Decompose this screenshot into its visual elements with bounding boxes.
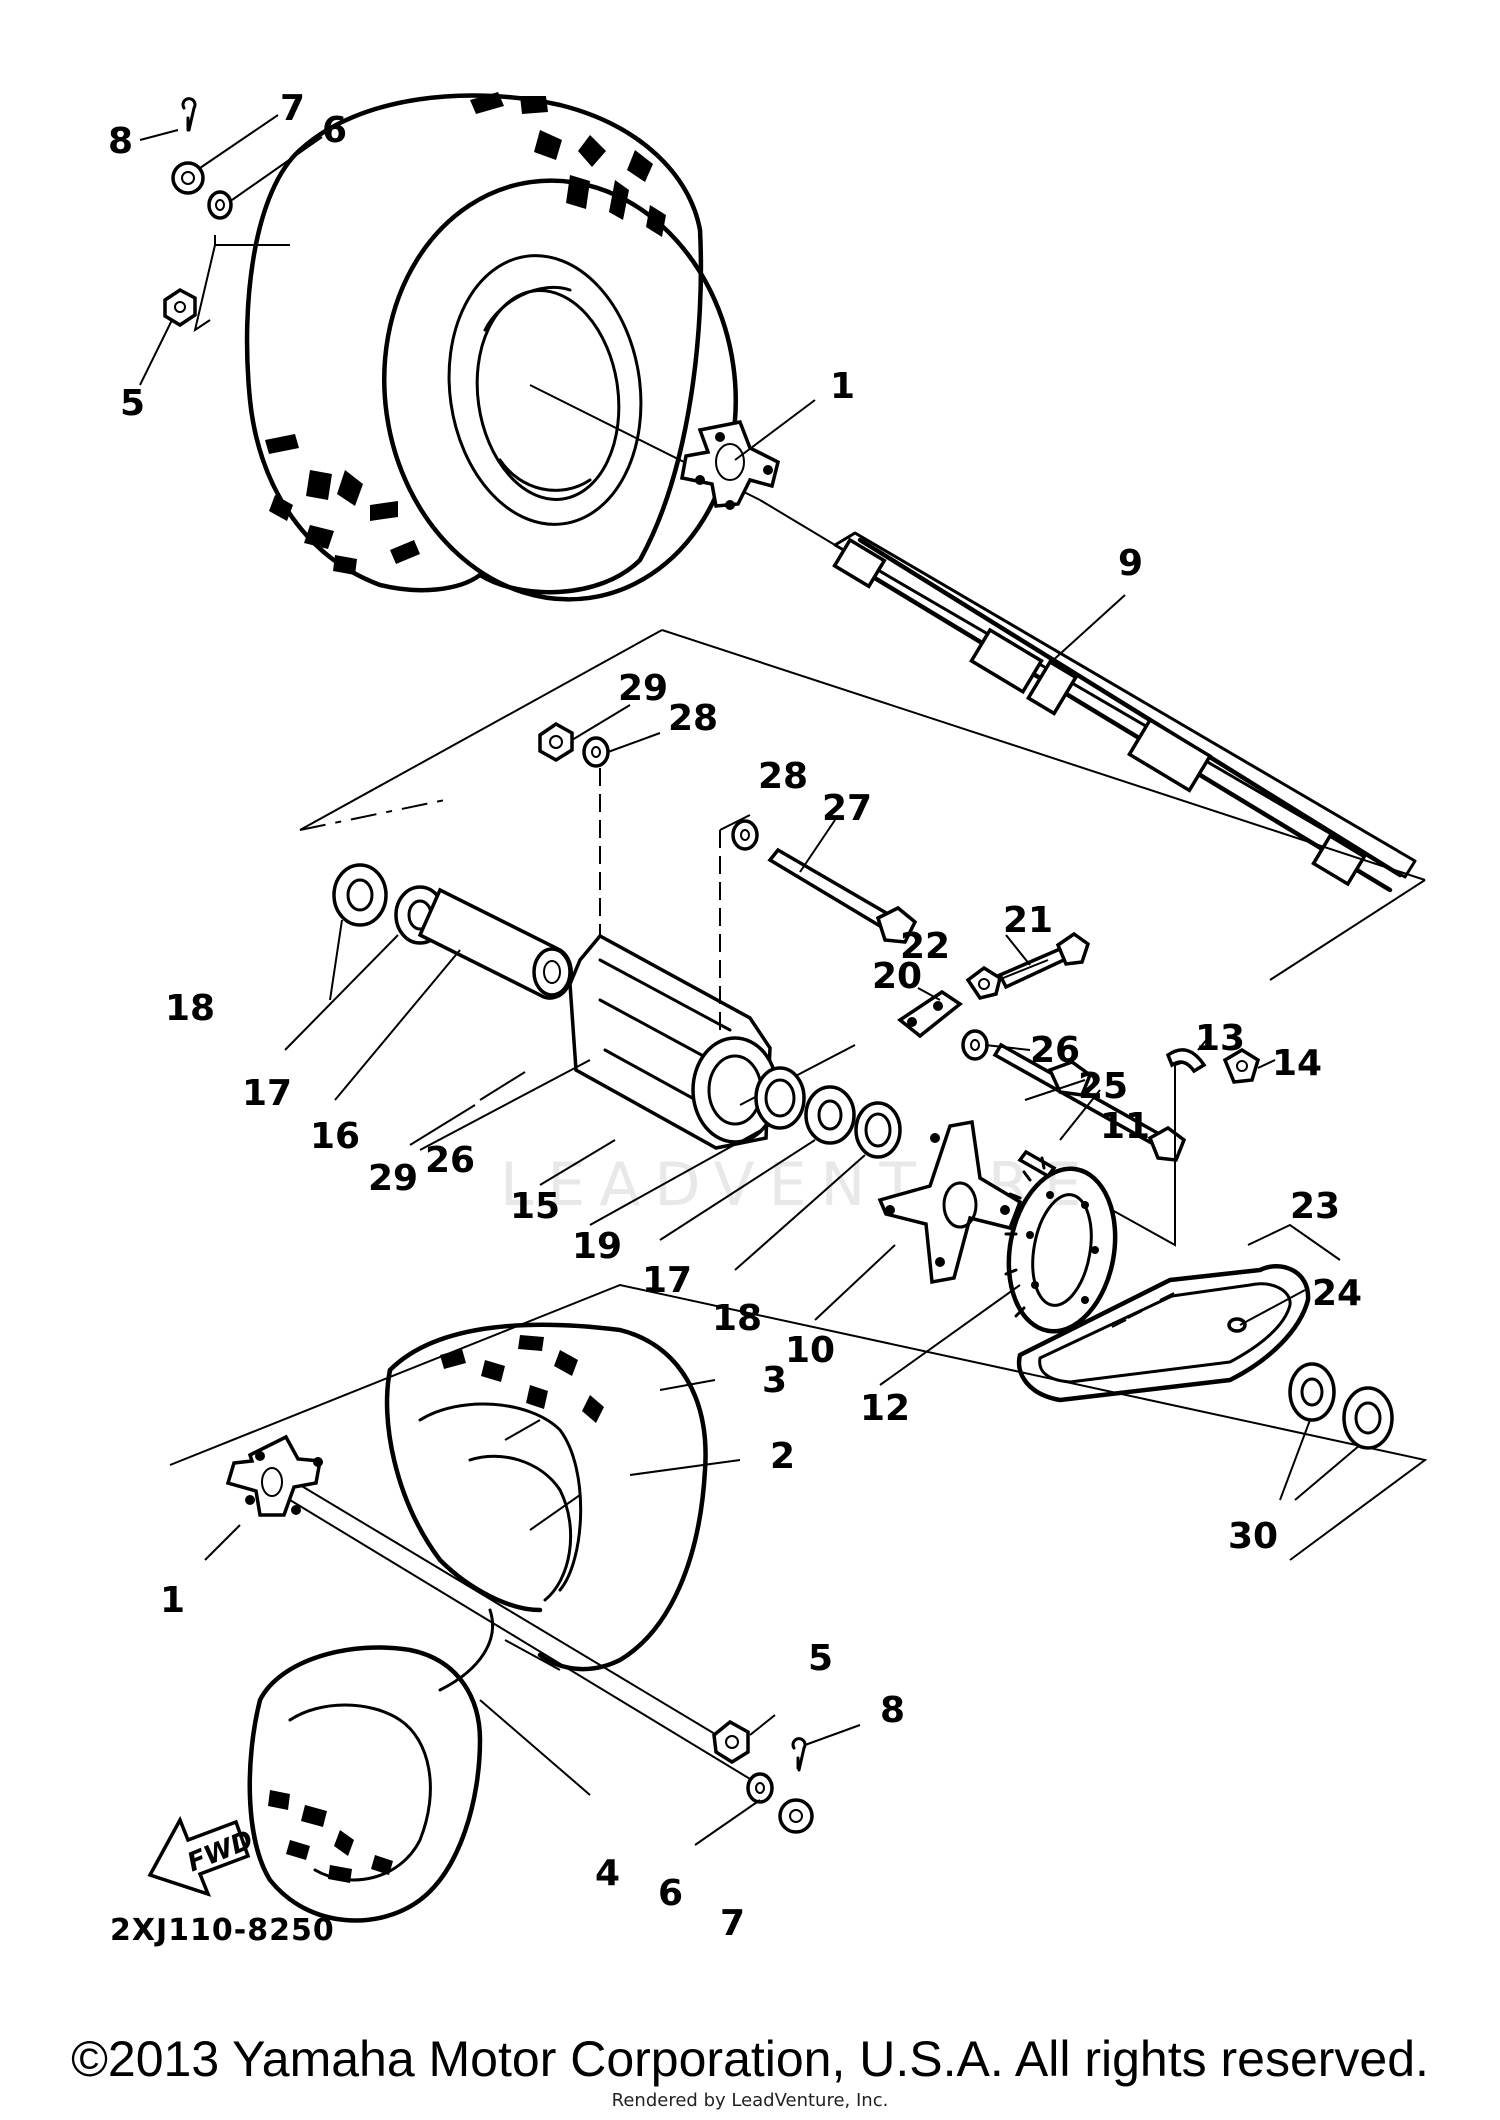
- top-tire: [244, 92, 761, 602]
- sprocket: [1004, 1059, 1191, 1334]
- label-8-bottom: 8: [880, 1690, 905, 1731]
- leader-lines: [139, 114, 1361, 1796]
- rear-axle: [759, 499, 1417, 893]
- axle-carrier-housing: [568, 814, 779, 1150]
- label-26-left: 26: [425, 1140, 475, 1181]
- label-3: 3: [762, 1360, 787, 1401]
- label-29-mid: 29: [368, 1158, 418, 1199]
- top-fasteners: [163, 97, 290, 333]
- label-15: 15: [510, 1186, 560, 1227]
- label-2: 2: [770, 1436, 795, 1477]
- carrier-fasteners-top: [538, 704, 661, 970]
- label-4: 4: [595, 1853, 620, 1894]
- label-18-right: 18: [712, 1298, 762, 1339]
- label-11: 11: [1100, 1106, 1150, 1147]
- hub-top: [679, 399, 816, 510]
- label-1-top: 1: [830, 366, 855, 407]
- copyright-notice: ©2013 Yamaha Motor Corporation, U.S.A. A…: [71, 2031, 1429, 2087]
- label-26-right: 26: [1030, 1030, 1080, 1071]
- label-5-bottom: 5: [808, 1638, 833, 1679]
- label-21: 21: [1003, 900, 1053, 941]
- drawing-code: 2XJ110-8250: [110, 1913, 335, 1948]
- label-7-bottom: 7: [720, 1903, 745, 1944]
- rendered-by-credit: Rendered by LeadVenture, Inc.: [611, 2090, 889, 2111]
- bolt-21-nut-22: [965, 931, 1091, 1000]
- chain-guide-clip: [1165, 1047, 1261, 1084]
- bottom-assembly-outline: [169, 1283, 1428, 1561]
- label-1-bottom: 1: [160, 1580, 185, 1621]
- label-9: 9: [1118, 543, 1143, 584]
- label-30: 30: [1228, 1516, 1278, 1557]
- label-19: 19: [572, 1226, 622, 1267]
- label-18-left: 18: [165, 988, 215, 1029]
- label-17-right: 17: [642, 1260, 692, 1301]
- fwd-arrow-icon: FWD: [147, 1815, 258, 1897]
- label-16: 16: [310, 1116, 360, 1157]
- label-23: 23: [1290, 1186, 1340, 1227]
- label-5-top: 5: [120, 383, 145, 424]
- label-17-left: 17: [242, 1073, 292, 1114]
- label-28-top: 28: [668, 698, 718, 739]
- sprocket-hub: [877, 1119, 1057, 1285]
- bolt-27: [731, 819, 918, 944]
- hub-bottom: [204, 1434, 761, 1786]
- label-28-mid: 28: [758, 756, 808, 797]
- part-labels: 8 7 6 5 1 9 29 28 28 27 21 22 20 26 25 1…: [108, 88, 1362, 1944]
- label-14: 14: [1272, 1043, 1322, 1084]
- label-24: 24: [1312, 1273, 1362, 1314]
- label-20: 20: [872, 956, 922, 997]
- drive-chain: [1016, 1223, 1394, 1450]
- label-7-top: 7: [280, 88, 305, 129]
- label-27: 27: [822, 788, 872, 829]
- label-8-top: 8: [108, 121, 133, 162]
- label-29-top: 29: [618, 668, 668, 709]
- label-25: 25: [1078, 1066, 1128, 1107]
- label-6-bottom: 6: [658, 1873, 683, 1914]
- label-6-top: 6: [322, 110, 347, 151]
- right-bearings: [754, 1066, 902, 1159]
- label-12: 12: [860, 1388, 910, 1429]
- middle-assembly-outline: [299, 629, 1426, 981]
- left-bearings: [332, 863, 573, 1000]
- label-10: 10: [785, 1330, 835, 1371]
- label-22: 22: [900, 926, 950, 967]
- label-13: 13: [1195, 1018, 1245, 1059]
- bottom-tire: [247, 1322, 708, 1923]
- bottom-fasteners: [694, 1714, 861, 1846]
